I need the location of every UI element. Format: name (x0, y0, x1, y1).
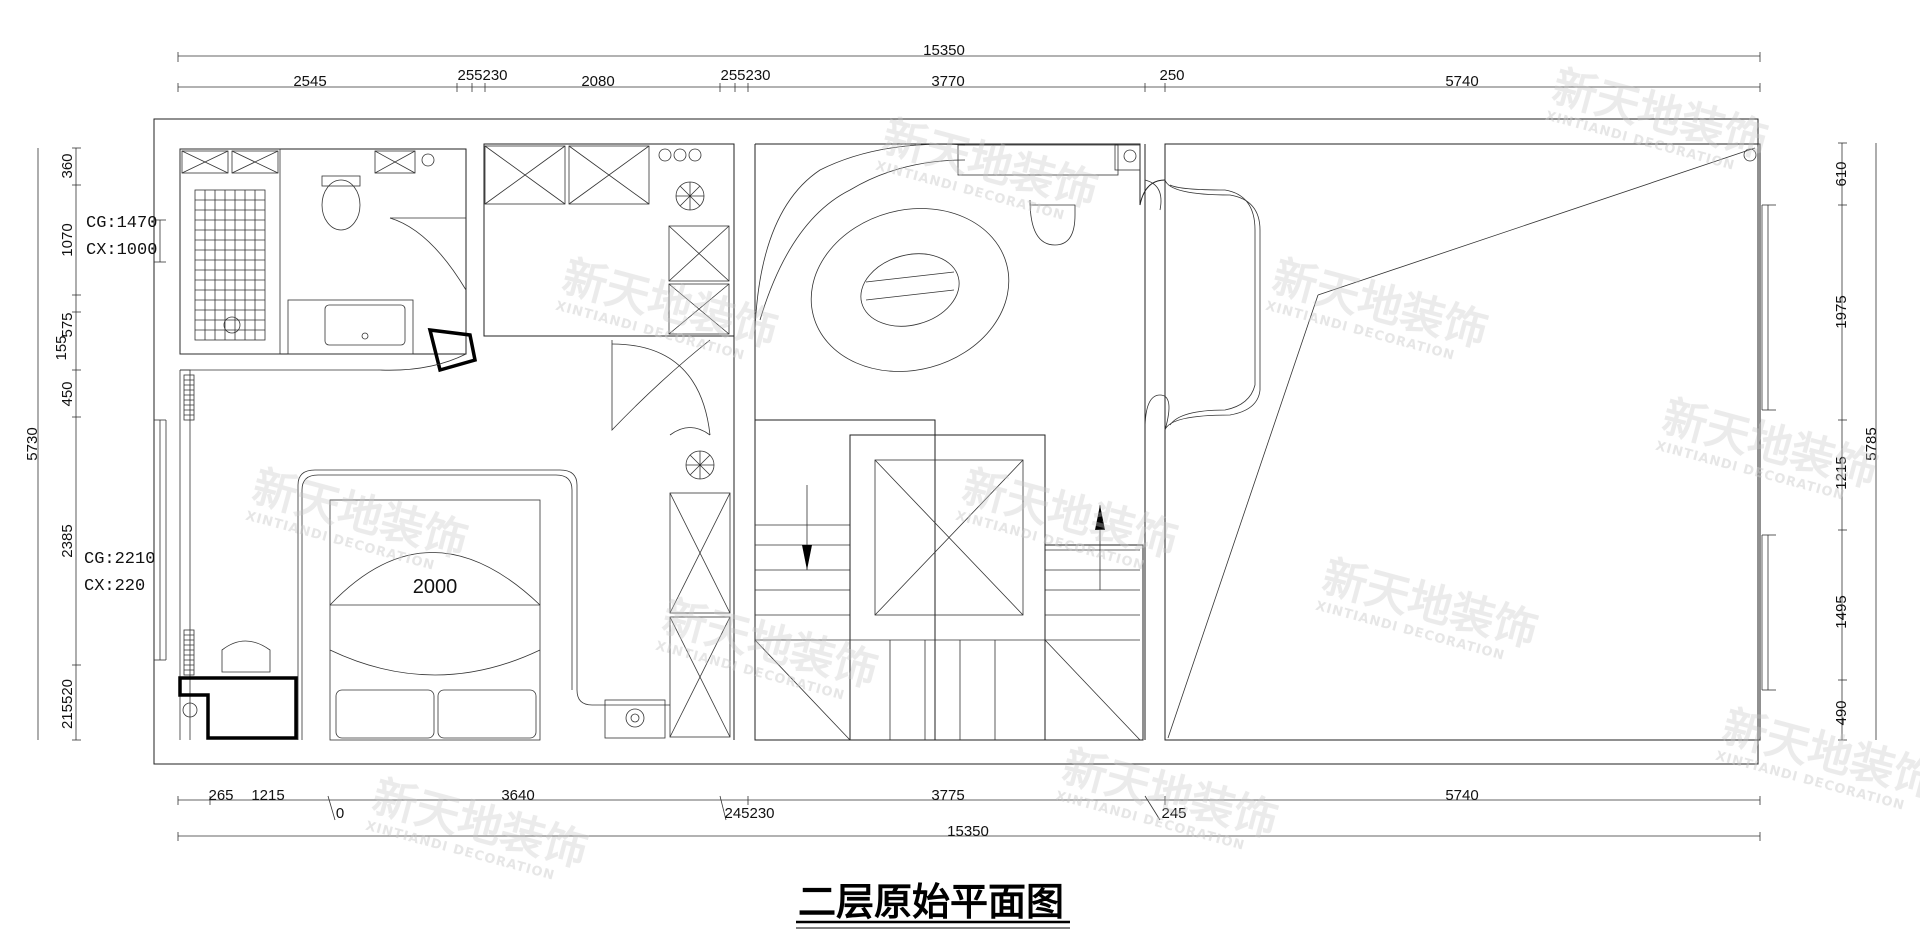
top-dim-9: 5740 (1445, 73, 1478, 90)
down-arrow-icon (802, 485, 812, 570)
cg-label-2: CG:2210 (84, 550, 155, 569)
cx-label-2: CX:220 (84, 577, 145, 596)
top-total-dim: 15350 (923, 42, 965, 59)
bathroom (179, 148, 478, 373)
cg-label-1: CG:1470 (86, 214, 157, 233)
right-windows (1761, 204, 1776, 691)
top-dim-6: 230 (745, 67, 770, 84)
left-total-dim: 5730 (24, 427, 41, 460)
left-windows (154, 219, 167, 661)
bottom-dim-4: 3640 (501, 787, 534, 804)
plan-title: 二层原始平面图 (798, 880, 1064, 924)
cx-label-1: CX:1000 (86, 241, 157, 260)
bottom-dimensions: 265 1215 0 3640 245 230 3775 245 5740 15… (177, 787, 1761, 841)
shower-tray (194, 189, 266, 341)
center-storage (483, 143, 756, 740)
top-dimensions: 15350 2545 255 230 2080 255 230 3770 250… (177, 42, 1761, 92)
bottom-dim-8: 245 (1161, 805, 1186, 822)
toilet (321, 175, 361, 231)
watermark-logo-12: 新天地装饰 (1717, 701, 1920, 807)
bedroom: 2000 (178, 369, 670, 741)
right-dim-2: 1975 (1833, 295, 1850, 328)
up-arrow-icon (1095, 505, 1105, 590)
plant-icon-2 (685, 450, 715, 480)
right-total-dim: 5785 (1863, 427, 1880, 460)
bottom-dim-1: 265 (208, 787, 233, 804)
watermarks: 新天地装饰 XINTIANDI DECORATION 新天地装饰 XINTIAN… (244, 61, 1920, 883)
top-dim-4: 2080 (581, 73, 614, 90)
left-dim-7: 215520 (59, 679, 76, 729)
bed-width-dim: 2000 (413, 576, 458, 598)
washbasin (287, 299, 414, 355)
left-dim-6: 2385 (59, 524, 76, 557)
outer-boundary (153, 118, 1759, 765)
top-dim-8: 250 (1159, 67, 1184, 84)
left-dim-4: 575 (59, 312, 76, 337)
left-dim-1: 360 (59, 153, 76, 178)
desk-chair (221, 640, 271, 673)
bed: 2000 (329, 499, 541, 741)
top-dim-1: 2545 (293, 73, 326, 90)
left-dim-5: 450 (59, 381, 76, 406)
left-dim-2: 1070 (59, 223, 76, 256)
right-dim-1: 610 (1833, 161, 1850, 186)
top-dim-3: 230 (482, 67, 507, 84)
right-dimensions: 610 1975 1215 1495 490 5785 (1833, 142, 1880, 741)
top-dim-7: 3770 (931, 73, 964, 90)
top-dim-5: 255 (720, 67, 745, 84)
bottom-dim-2: 1215 (251, 787, 284, 804)
right-dim-5: 490 (1833, 700, 1850, 725)
left-dim-3: 155 (53, 335, 70, 360)
plant-icon (675, 181, 705, 211)
right-dim-3: 1215 (1833, 456, 1850, 489)
bottom-dim-6: 230 (749, 805, 774, 822)
bottom-dim-9: 5740 (1445, 787, 1478, 804)
bottom-dim-5: 245 (724, 805, 749, 822)
right-room (1144, 143, 1761, 741)
top-dim-2: 255 (457, 67, 482, 84)
staircase (754, 419, 1144, 741)
right-dim-4: 1495 (1833, 595, 1850, 628)
left-dimensions: 5730 360 1070 155 575 450 2385 215520 (24, 147, 81, 741)
spiral-stair-area (754, 143, 1170, 431)
left-radiator (183, 374, 195, 676)
bottom-total-dim: 15350 (947, 823, 989, 840)
bottom-dim-3: 0 (336, 805, 344, 822)
bottom-dim-7: 3775 (931, 787, 964, 804)
